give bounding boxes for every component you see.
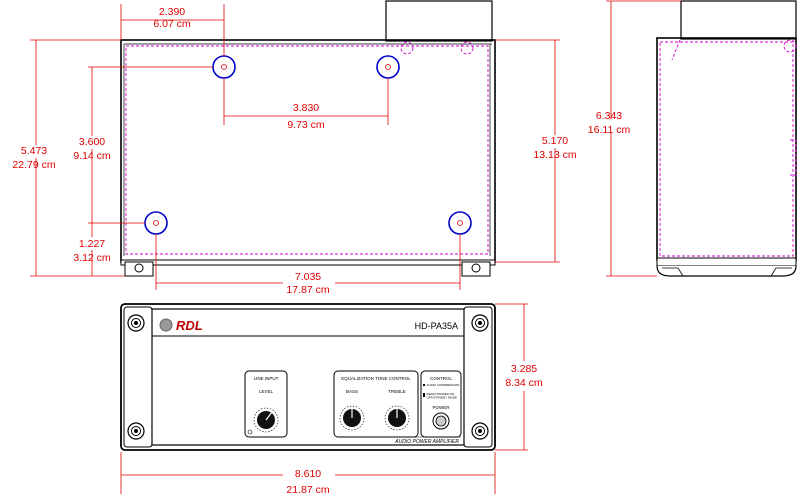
dim-6343-cm: 16.11 cm xyxy=(588,124,631,136)
line-input-group xyxy=(244,370,288,438)
dim-8610-cm: 21.87 cm xyxy=(286,484,329,496)
front-view: RDL HD-PA35A LINE INPUT LEVEL EQUALIZATI… xyxy=(120,303,496,451)
dim-3830-cm: 9.73 cm xyxy=(287,119,325,131)
svg-text:3.12 cm: 3.12 cm xyxy=(73,238,111,250)
compression-led-icon xyxy=(423,384,425,386)
side-view-dimensions: 16.11 cm 6.343 16.11 cm xyxy=(585,0,681,277)
power-led-icon xyxy=(423,393,425,397)
hidden-outline xyxy=(125,45,489,255)
level-knob[interactable] xyxy=(253,407,279,433)
mount-hole xyxy=(212,55,236,79)
dim-5473-in: 5.473 xyxy=(21,145,47,157)
foot-right xyxy=(461,261,491,277)
svg-text:22.79 cm: 22.79 cm xyxy=(12,146,55,158)
power-button[interactable] xyxy=(432,412,450,430)
eq-title: EQUALIZATION TONE CONTROL xyxy=(341,376,411,381)
screw-icon xyxy=(471,422,489,440)
treble-label: TREBLE xyxy=(388,389,406,394)
treble-knob[interactable] xyxy=(384,405,410,431)
rdl-logo-icon xyxy=(159,318,173,332)
bass-knob[interactable] xyxy=(339,405,365,431)
dim-3285-cm: 8.34 cm xyxy=(505,377,543,389)
svg-text:9.14 cm: 9.14 cm xyxy=(73,137,111,149)
foot-left xyxy=(124,261,154,277)
screw-icon xyxy=(127,314,145,332)
top-view-dimensions: 2.390 6.07 cm 3.830 9.73 cm 22.79 cm 5.4… xyxy=(9,4,580,296)
dim-3285-in: 3.285 xyxy=(511,363,537,375)
mount-hole xyxy=(144,211,168,235)
dim-1227-in: 1.227 xyxy=(79,238,105,250)
dim-5170-in: 5.170 xyxy=(542,135,568,147)
dim-8610-in: 8.610 xyxy=(295,468,321,480)
level-label: LEVEL xyxy=(259,389,274,394)
dim-3830-in: 3.830 xyxy=(293,102,319,114)
control-title: CONTROL xyxy=(430,376,452,381)
standby-mode-label: OFF/STANDBY MODE xyxy=(427,396,458,400)
side-view-body xyxy=(656,37,797,261)
top-view-body xyxy=(120,39,496,263)
power-label: POWER xyxy=(432,405,450,410)
dim-7035-cm: 17.87 cm xyxy=(286,284,329,296)
top-view xyxy=(120,0,496,277)
rear-connector-box xyxy=(385,0,493,42)
front-view-dimensions: 3.285 8.34 cm 8.610 21.87 cm xyxy=(120,303,550,497)
dim-7035-in: 7.035 xyxy=(295,271,321,283)
side-hidden-outline xyxy=(659,41,794,257)
svg-text:13.13 cm: 13.13 cm xyxy=(533,136,576,148)
svg-text:16.11 cm: 16.11 cm xyxy=(588,121,631,133)
line-input-title: LINE INPUT xyxy=(254,376,279,381)
mount-hole xyxy=(376,55,400,79)
audio-compression-label: AUDIO COMPRESSION xyxy=(427,383,460,387)
ready-power-label: READY/POWER ON xyxy=(427,392,455,396)
dim-2390-in: 2.390 xyxy=(159,6,185,18)
dim-5473-cm: 22.79 cm xyxy=(12,159,55,171)
dim-2390-cm: 6.07 cm xyxy=(153,18,191,30)
dim-5170-cm: 13.13 cm xyxy=(533,149,576,161)
dim-1227-cm: 3.12 cm xyxy=(73,252,111,264)
model-label: HD-PA35A xyxy=(415,321,458,331)
footer-label: AUDIO POWER AMPLIFIER xyxy=(394,439,459,445)
dim-6343-in: 6.343 xyxy=(596,110,622,122)
side-connector-box xyxy=(680,0,797,40)
screw-icon xyxy=(127,422,145,440)
bass-label: BASS xyxy=(346,389,358,394)
side-view xyxy=(656,0,797,277)
dim-3600-in: 3.600 xyxy=(79,136,105,148)
input-led-icon xyxy=(247,429,253,435)
mount-hole xyxy=(448,211,472,235)
brand-label: RDL xyxy=(176,318,203,333)
screw-icon xyxy=(471,314,489,332)
dim-3600-cm: 9.14 cm xyxy=(73,150,111,162)
